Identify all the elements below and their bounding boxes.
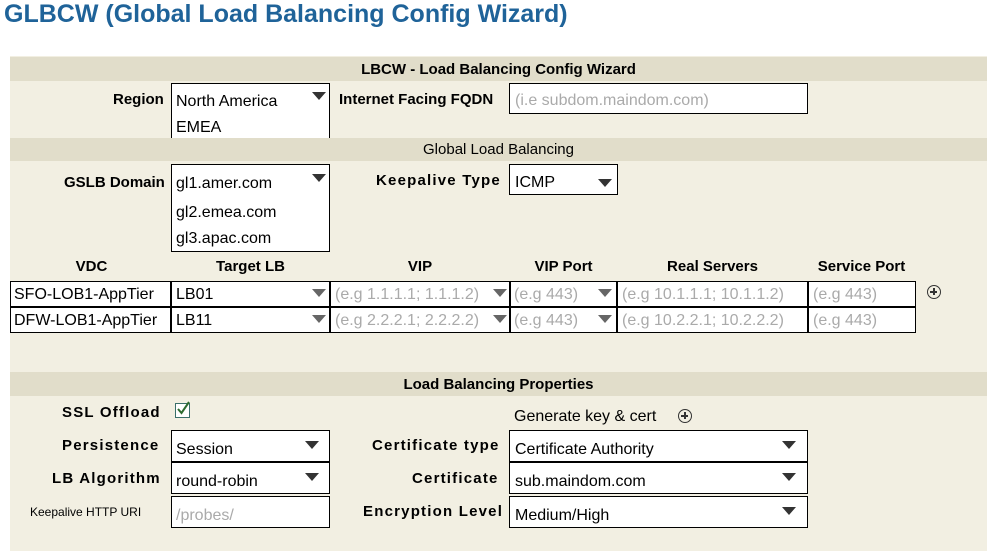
keepalive-uri-placeholder: /probes/ — [176, 507, 234, 524]
vdc-value: SFO-LOB1-AppTier — [14, 286, 154, 303]
vip-placeholder: (e.g 1.1.1.1; 1.1.1.2) — [335, 286, 480, 303]
region-listbox[interactable]: North America EMEA — [171, 83, 330, 140]
target-lb-value: LB01 — [176, 286, 214, 303]
dropdown-arrow-icon — [312, 174, 326, 182]
glb-header-bar — [10, 138, 987, 161]
certificate-type-label: Certificate type — [372, 437, 500, 454]
encryption-level-label: Encryption Level — [363, 503, 504, 520]
column-vip-port: VIP Port — [534, 258, 593, 275]
region-option-2[interactable]: EMEA — [176, 119, 222, 136]
vip-placeholder: (e.g 2.2.2.1; 2.2.2.2) — [335, 312, 480, 329]
region-option-1[interactable]: North America — [176, 93, 278, 110]
real-servers-placeholder: (e.g 10.1.1.1; 10.1.1.2) — [622, 286, 784, 303]
dropdown-arrow-icon — [598, 179, 612, 187]
keepalive-type-select[interactable]: ICMP — [509, 164, 618, 195]
vip-port-field[interactable]: (e.g 443) — [510, 307, 617, 333]
dropdown-arrow-icon — [493, 289, 507, 297]
generate-key-label: Generate key & cert — [514, 408, 657, 425]
certificate-select[interactable]: sub.maindom.com — [509, 462, 808, 494]
certificate-value: sub.maindom.com — [515, 473, 646, 490]
dropdown-arrow-icon — [598, 315, 612, 323]
wizard-header: LBCW - Load Balancing Config Wizard — [361, 61, 636, 78]
keepalive-type-label: Keepalive Type — [376, 172, 501, 189]
gslb-domain-listbox[interactable]: gl1.amer.com gl2.emea.com gl3.apac.com — [171, 164, 330, 252]
real-servers-field[interactable]: (e.g 10.2.2.1; 10.2.2.2) — [617, 307, 808, 333]
gslb-domain-option-3[interactable]: gl3.apac.com — [176, 230, 272, 247]
vip-port-placeholder: (e.g 443) — [514, 312, 579, 329]
target-lb-value: LB11 — [176, 312, 213, 329]
vdc-field[interactable]: DFW-LOB1-AppTier — [10, 307, 171, 333]
target-lb-select[interactable]: LB11 — [171, 307, 330, 333]
lb-algorithm-value: round-robin — [176, 473, 258, 490]
service-port-placeholder: (e.g 443) — [813, 312, 878, 329]
checkbox-checked-icon[interactable] — [175, 401, 190, 418]
dropdown-arrow-icon — [305, 473, 319, 481]
fqdn-label: Internet Facing FQDN — [339, 91, 494, 108]
column-service-port: Service Port — [817, 258, 906, 275]
service-port-field[interactable]: (e.g 443) — [808, 307, 916, 333]
service-port-placeholder: (e.g 443) — [813, 286, 878, 303]
wizard-header-bar — [10, 57, 987, 81]
vip-field[interactable]: (e.g 2.2.2.1; 2.2.2.2) — [330, 307, 510, 333]
column-real-servers: Real Servers — [667, 258, 758, 275]
certificate-type-select[interactable]: Certificate Authority — [509, 430, 808, 462]
real-servers-field[interactable]: (e.g 10.1.1.1; 10.1.1.2) — [617, 281, 808, 307]
certificate-label: Certificate — [412, 470, 499, 487]
lbp-header: Load Balancing Properties — [403, 376, 594, 393]
vdc-value: DFW-LOB1-AppTier — [14, 312, 158, 329]
keepalive-uri-label: Keepalive HTTP URI — [30, 505, 142, 519]
lb-algorithm-select[interactable]: round-robin — [171, 462, 330, 494]
column-vip: VIP — [407, 258, 433, 275]
add-row-icon[interactable] — [927, 285, 941, 299]
vdc-field[interactable]: SFO-LOB1-AppTier — [10, 281, 171, 307]
dropdown-arrow-icon — [782, 441, 796, 449]
real-servers-placeholder: (e.g 10.2.2.1; 10.2.2.2) — [622, 312, 784, 329]
column-target-lb: Target LB — [216, 258, 285, 275]
glb-header: Global Load Balancing — [423, 141, 574, 158]
persistence-select[interactable]: Session — [171, 430, 330, 462]
dropdown-arrow-icon — [312, 315, 326, 323]
gslb-domain-option-2[interactable]: gl2.emea.com — [176, 204, 277, 221]
ssl-offload-label: SSL Offload — [62, 404, 161, 421]
encryption-level-value: Medium/High — [515, 507, 610, 524]
keepalive-uri-input[interactable]: /probes/ — [171, 496, 330, 528]
service-port-field[interactable]: (e.g 443) — [808, 281, 916, 307]
vip-port-field[interactable]: (e.g 443) — [510, 281, 617, 307]
target-lb-select[interactable]: LB01 — [171, 281, 330, 307]
persistence-value: Session — [176, 441, 233, 458]
add-icon[interactable] — [678, 409, 692, 423]
dropdown-arrow-icon — [312, 92, 326, 100]
vip-field[interactable]: (e.g 1.1.1.1; 1.1.1.2) — [330, 281, 510, 307]
gslb-domain-label: GSLB Domain — [64, 174, 165, 191]
dropdown-arrow-icon — [493, 315, 507, 323]
certificate-type-value: Certificate Authority — [515, 441, 654, 458]
lb-algorithm-label: LB Algorithm — [52, 470, 161, 487]
keepalive-type-value: ICMP — [515, 174, 555, 191]
lbp-header-bar — [10, 372, 987, 396]
encryption-level-select[interactable]: Medium/High — [509, 496, 808, 528]
column-vdc: VDC — [75, 258, 108, 275]
dropdown-arrow-icon — [305, 441, 319, 449]
fqdn-input[interactable]: (i.e subdom.maindom.com) — [509, 83, 808, 114]
vip-port-placeholder: (e.g 443) — [514, 286, 579, 303]
page-title: GLBCW (Global Load Balancing Config Wiza… — [4, 0, 568, 28]
dropdown-arrow-icon — [312, 289, 326, 297]
fqdn-placeholder: (i.e subdom.maindom.com) — [515, 92, 709, 109]
persistence-label: Persistence — [62, 437, 160, 454]
gslb-domain-option-1[interactable]: gl1.amer.com — [176, 175, 273, 192]
dropdown-arrow-icon — [782, 473, 796, 481]
dropdown-arrow-icon — [598, 289, 612, 297]
dropdown-arrow-icon — [782, 507, 796, 515]
region-label: Region — [113, 91, 164, 108]
